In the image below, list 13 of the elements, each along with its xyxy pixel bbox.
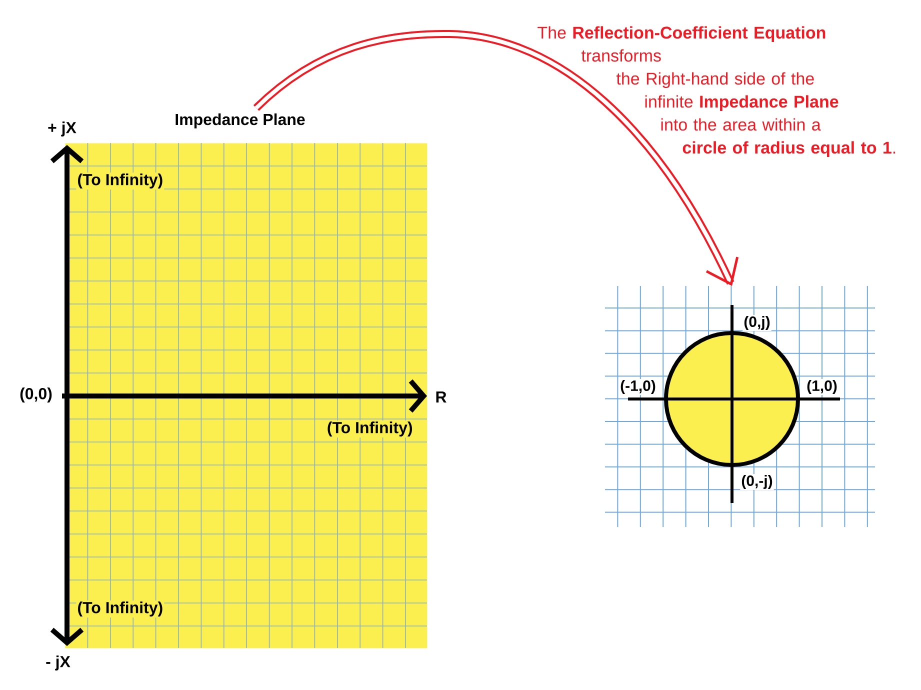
point-label: (0,j) [742,315,772,331]
point-label: (0,-j) [740,474,774,490]
point-label: (1,0) [806,379,838,395]
axis-label: (To Infinity) [76,600,164,618]
annotation-text: The Reflection-Coefficient Equation transforms the Right-hand side of the infinite Impedance Plane into the area within a circle of radius equal to 1. [538,26,896,158]
curved-arrow [254,30,739,286]
axis-label: (To Infinity) [326,420,414,438]
axis-label: (To Infinity) [76,172,164,190]
point-label: (-1,0) [619,379,657,395]
plane-title: Impedance Plane [176,113,305,128]
axis-label: + jX [48,122,76,136]
unit-circle [664,331,800,467]
axis-label: - jX [46,656,70,670]
